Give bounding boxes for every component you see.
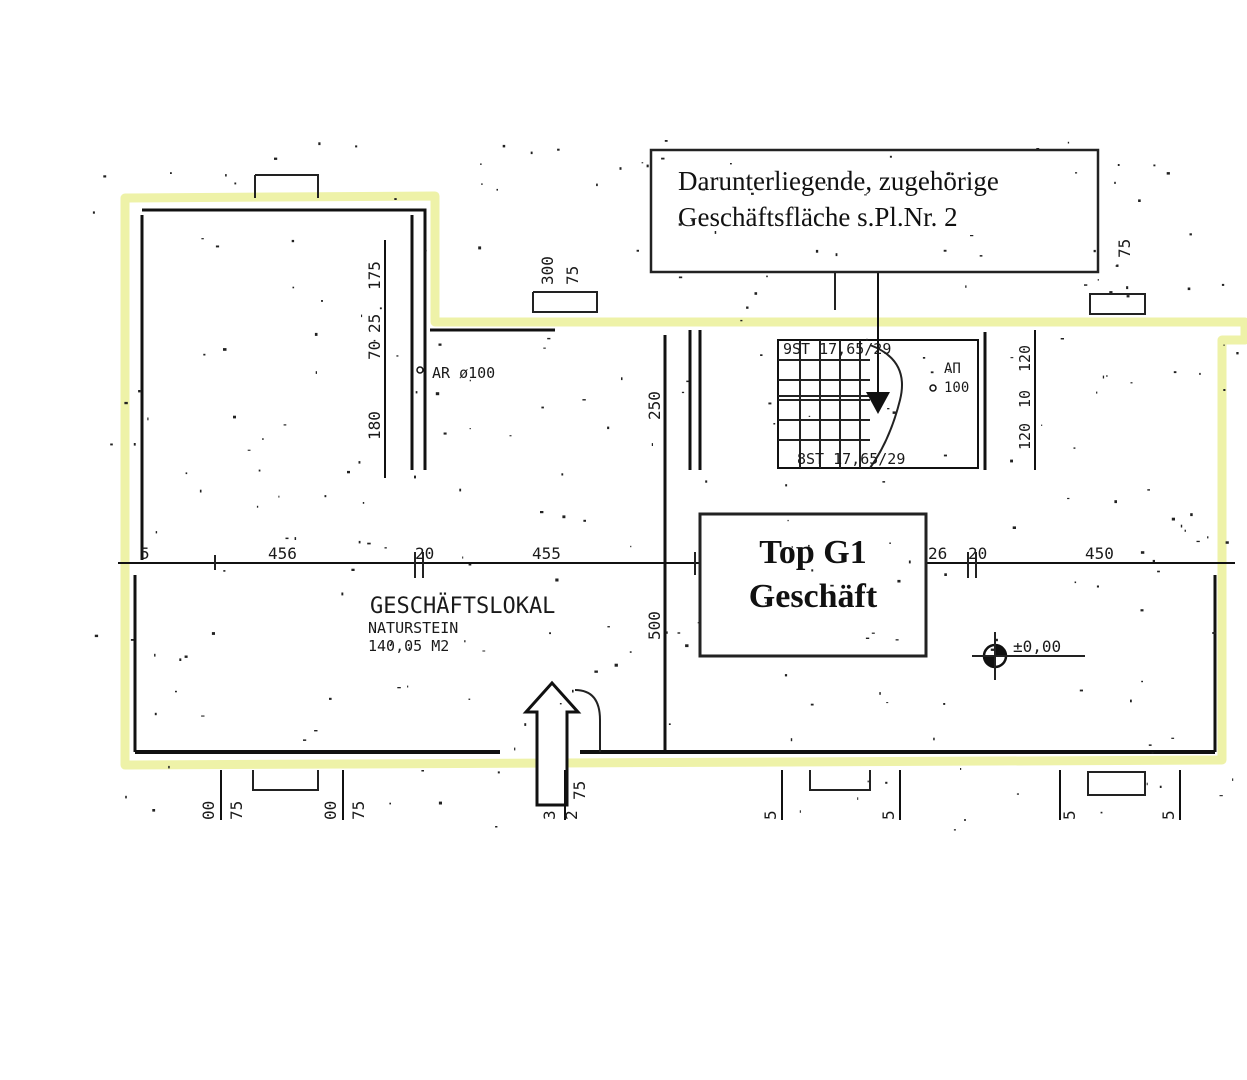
svg-text:75: 75	[570, 781, 589, 800]
unit-highlight-outline	[120, 191, 1247, 770]
staircase: 9ST 17,65/29 8ST 17,65/29	[777, 270, 979, 469]
svg-text:456: 456	[268, 544, 297, 563]
stair-arrow-icon	[866, 392, 890, 414]
svg-text:455: 455	[532, 544, 561, 563]
callout-line-2: Geschäftsfläche s.Pl.Nr. 2	[678, 202, 958, 232]
svg-text:3: 3	[540, 810, 559, 820]
svg-text:75: 75	[563, 266, 582, 285]
svg-text:25: 25	[365, 314, 384, 333]
svg-text:175: 175	[365, 261, 384, 290]
top-vertical-dims: 300 75 75	[538, 239, 1134, 285]
duct-left: AR ø100	[416, 364, 495, 382]
room-label: GESCHÄFTSLOKAL NATURSTEIN 140,05 M2	[368, 593, 555, 655]
level-mark-label: ±0,00	[1013, 637, 1061, 656]
room-area: 140,05 M2	[368, 637, 449, 655]
svg-text:120: 120	[1016, 423, 1034, 450]
svg-text:5: 5	[1060, 810, 1079, 820]
svg-text:120: 120	[1016, 345, 1034, 372]
svg-text:2: 2	[562, 810, 581, 820]
svg-text:450: 450	[1085, 544, 1114, 563]
middle-vertical-dims: 250 500	[645, 391, 664, 640]
callout-box: Darunterliegende, zugehörige Geschäftsfl…	[649, 148, 1100, 274]
horizontal-dim-labels: 5 456 20 455 26 20 450	[140, 544, 1114, 563]
svg-text:00: 00	[321, 801, 340, 820]
svg-text:5: 5	[879, 810, 898, 820]
dimension-line-horizontal	[118, 552, 1235, 578]
svg-text:70: 70	[365, 341, 384, 360]
svg-text:250: 250	[645, 391, 664, 420]
svg-text:20: 20	[415, 544, 434, 563]
duct-right: AП 100	[929, 361, 969, 396]
scan-noise	[92, 140, 1239, 831]
svg-text:500: 500	[645, 611, 664, 640]
unit-label-line-1: Top G1	[759, 534, 866, 571]
room-floor: NATURSTEIN	[368, 619, 458, 637]
svg-text:100: 100	[944, 380, 969, 396]
unit-label-box: Top G1 Geschäft	[698, 512, 928, 658]
bottom-dims: 00 75 00 75 3 2 75 5 5 5 5	[199, 770, 1181, 820]
unit-label-line-2: Geschäft	[749, 578, 878, 615]
svg-text:AR ø100: AR ø100	[432, 364, 495, 382]
svg-text:5: 5	[1159, 810, 1178, 820]
level-mark: ±0,00	[972, 632, 1085, 680]
right-vertical-dims: 120 10 120	[1016, 330, 1036, 470]
stair-bottom-label: 8ST 17,65/29	[797, 450, 905, 468]
walls	[133, 174, 1217, 796]
callout-line-1: Darunterliegende, zugehörige	[678, 166, 999, 196]
svg-text:00: 00	[199, 801, 218, 820]
svg-text:180: 180	[365, 411, 384, 440]
svg-text:10: 10	[1016, 390, 1034, 408]
svg-text:20: 20	[968, 544, 987, 563]
svg-text:75: 75	[227, 801, 246, 820]
svg-text:5: 5	[140, 544, 150, 563]
svg-text:75: 75	[1115, 239, 1134, 258]
left-vertical-dims: 175 25 70 180	[365, 240, 386, 478]
svg-text:5: 5	[761, 810, 780, 820]
room-name: GESCHÄFTSLOKAL	[370, 593, 555, 619]
svg-text:26: 26	[928, 544, 947, 563]
svg-text:AП: AП	[944, 361, 961, 377]
stair-top-label: 9ST 17,65/29	[783, 340, 891, 358]
svg-text:75: 75	[349, 801, 368, 820]
svg-text:300: 300	[538, 256, 557, 285]
